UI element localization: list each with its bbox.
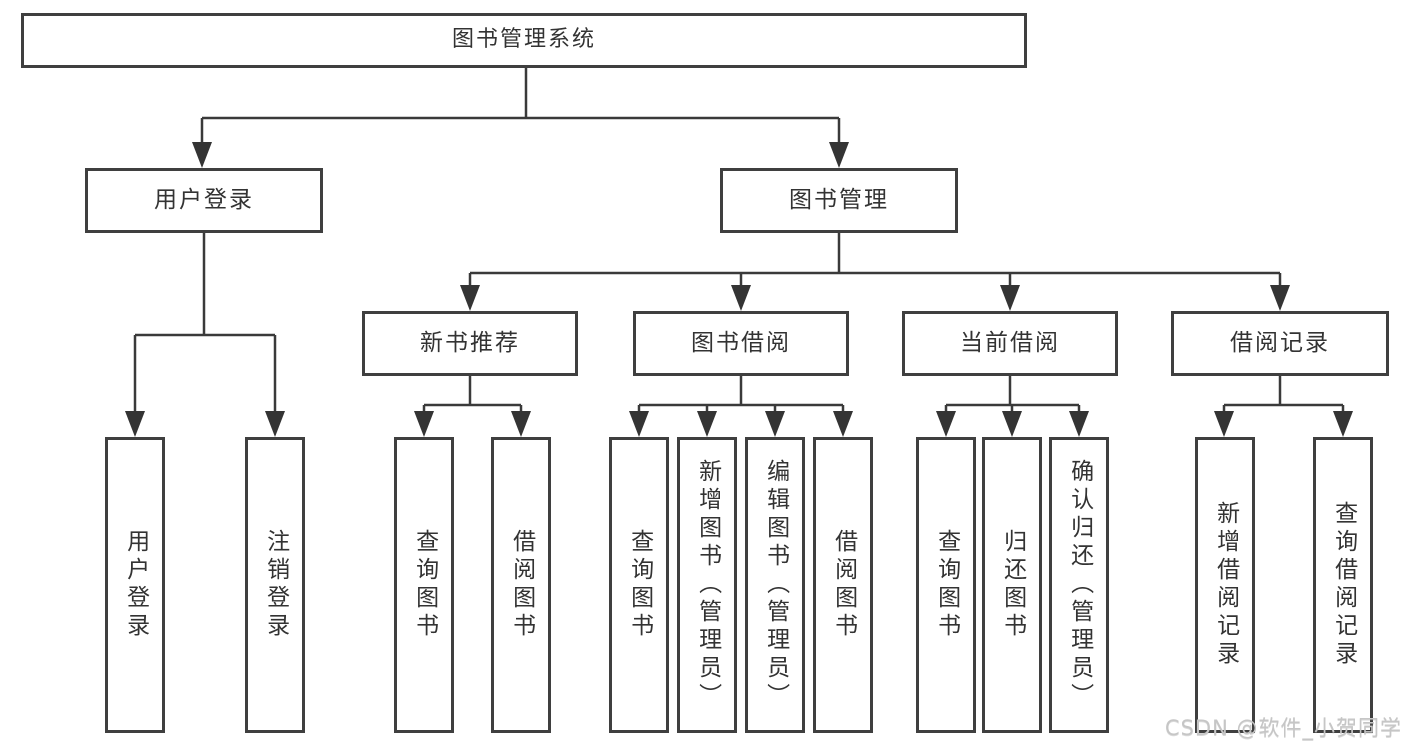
connector-user-login-children [125,233,285,437]
arrowhead-down-icon [829,142,849,168]
leaf-borrow-book: 借阅图书 [813,437,873,733]
connector-book-borrow-children [629,376,853,437]
arrowhead-down-icon [125,411,145,437]
connector-current-borrow-children [936,376,1089,437]
arrowhead-down-icon [1333,411,1353,437]
leaf-query-book-borrow: 查询图书 [609,437,669,733]
arrowhead-down-icon [833,411,853,437]
arrowhead-down-icon [1069,411,1089,437]
leaf-borrow-book-recommend: 借阅图书 [491,437,551,733]
leaf-add-book-admin: 新增图书（管理员） [677,437,737,733]
node-book-borrowing: 图书借阅 [633,311,849,376]
arrowhead-down-icon [697,411,717,437]
arrowhead-down-icon [1214,411,1234,437]
arrowhead-down-icon [265,411,285,437]
node-current-borrowing: 当前借阅 [902,311,1118,376]
leaf-return-book: 归还图书 [982,437,1042,733]
arrowhead-down-icon [1000,285,1020,311]
arrowhead-down-icon [192,142,212,168]
leaf-user-login: 用户登录 [105,437,165,733]
connector-borrow-record-children [1214,376,1353,437]
arrowhead-down-icon [460,285,480,311]
leaf-add-borrow-record: 新增借阅记录 [1195,437,1255,733]
arrowhead-down-icon [629,411,649,437]
leaf-edit-book-admin: 编辑图书（管理员） [745,437,805,733]
arrowhead-down-icon [1270,285,1290,311]
arrowhead-down-icon [936,411,956,437]
leaf-query-book-recommend: 查询图书 [394,437,454,733]
connector-root-to-level2 [192,68,849,168]
csdn-watermark: CSDN @软件_小贺同学 [1164,716,1402,740]
node-book-management: 图书管理 [720,168,958,233]
arrowhead-down-icon [731,285,751,311]
arrowhead-down-icon [511,411,531,437]
arrowhead-down-icon [765,411,785,437]
connector-book-management-children [460,233,1290,311]
connector-new-book-children [414,376,531,437]
arrowhead-down-icon [414,411,434,437]
node-library-management-system: 图书管理系统 [21,13,1027,68]
node-borrowing-records: 借阅记录 [1171,311,1389,376]
arrowhead-down-icon [1002,411,1022,437]
node-user-login: 用户登录 [85,168,323,233]
leaf-query-borrow-record: 查询借阅记录 [1313,437,1373,733]
leaf-query-book-current: 查询图书 [916,437,976,733]
leaf-confirm-return-admin: 确认归还（管理员） [1049,437,1109,733]
leaf-logout: 注销登录 [245,437,305,733]
node-new-book-recommendation: 新书推荐 [362,311,578,376]
